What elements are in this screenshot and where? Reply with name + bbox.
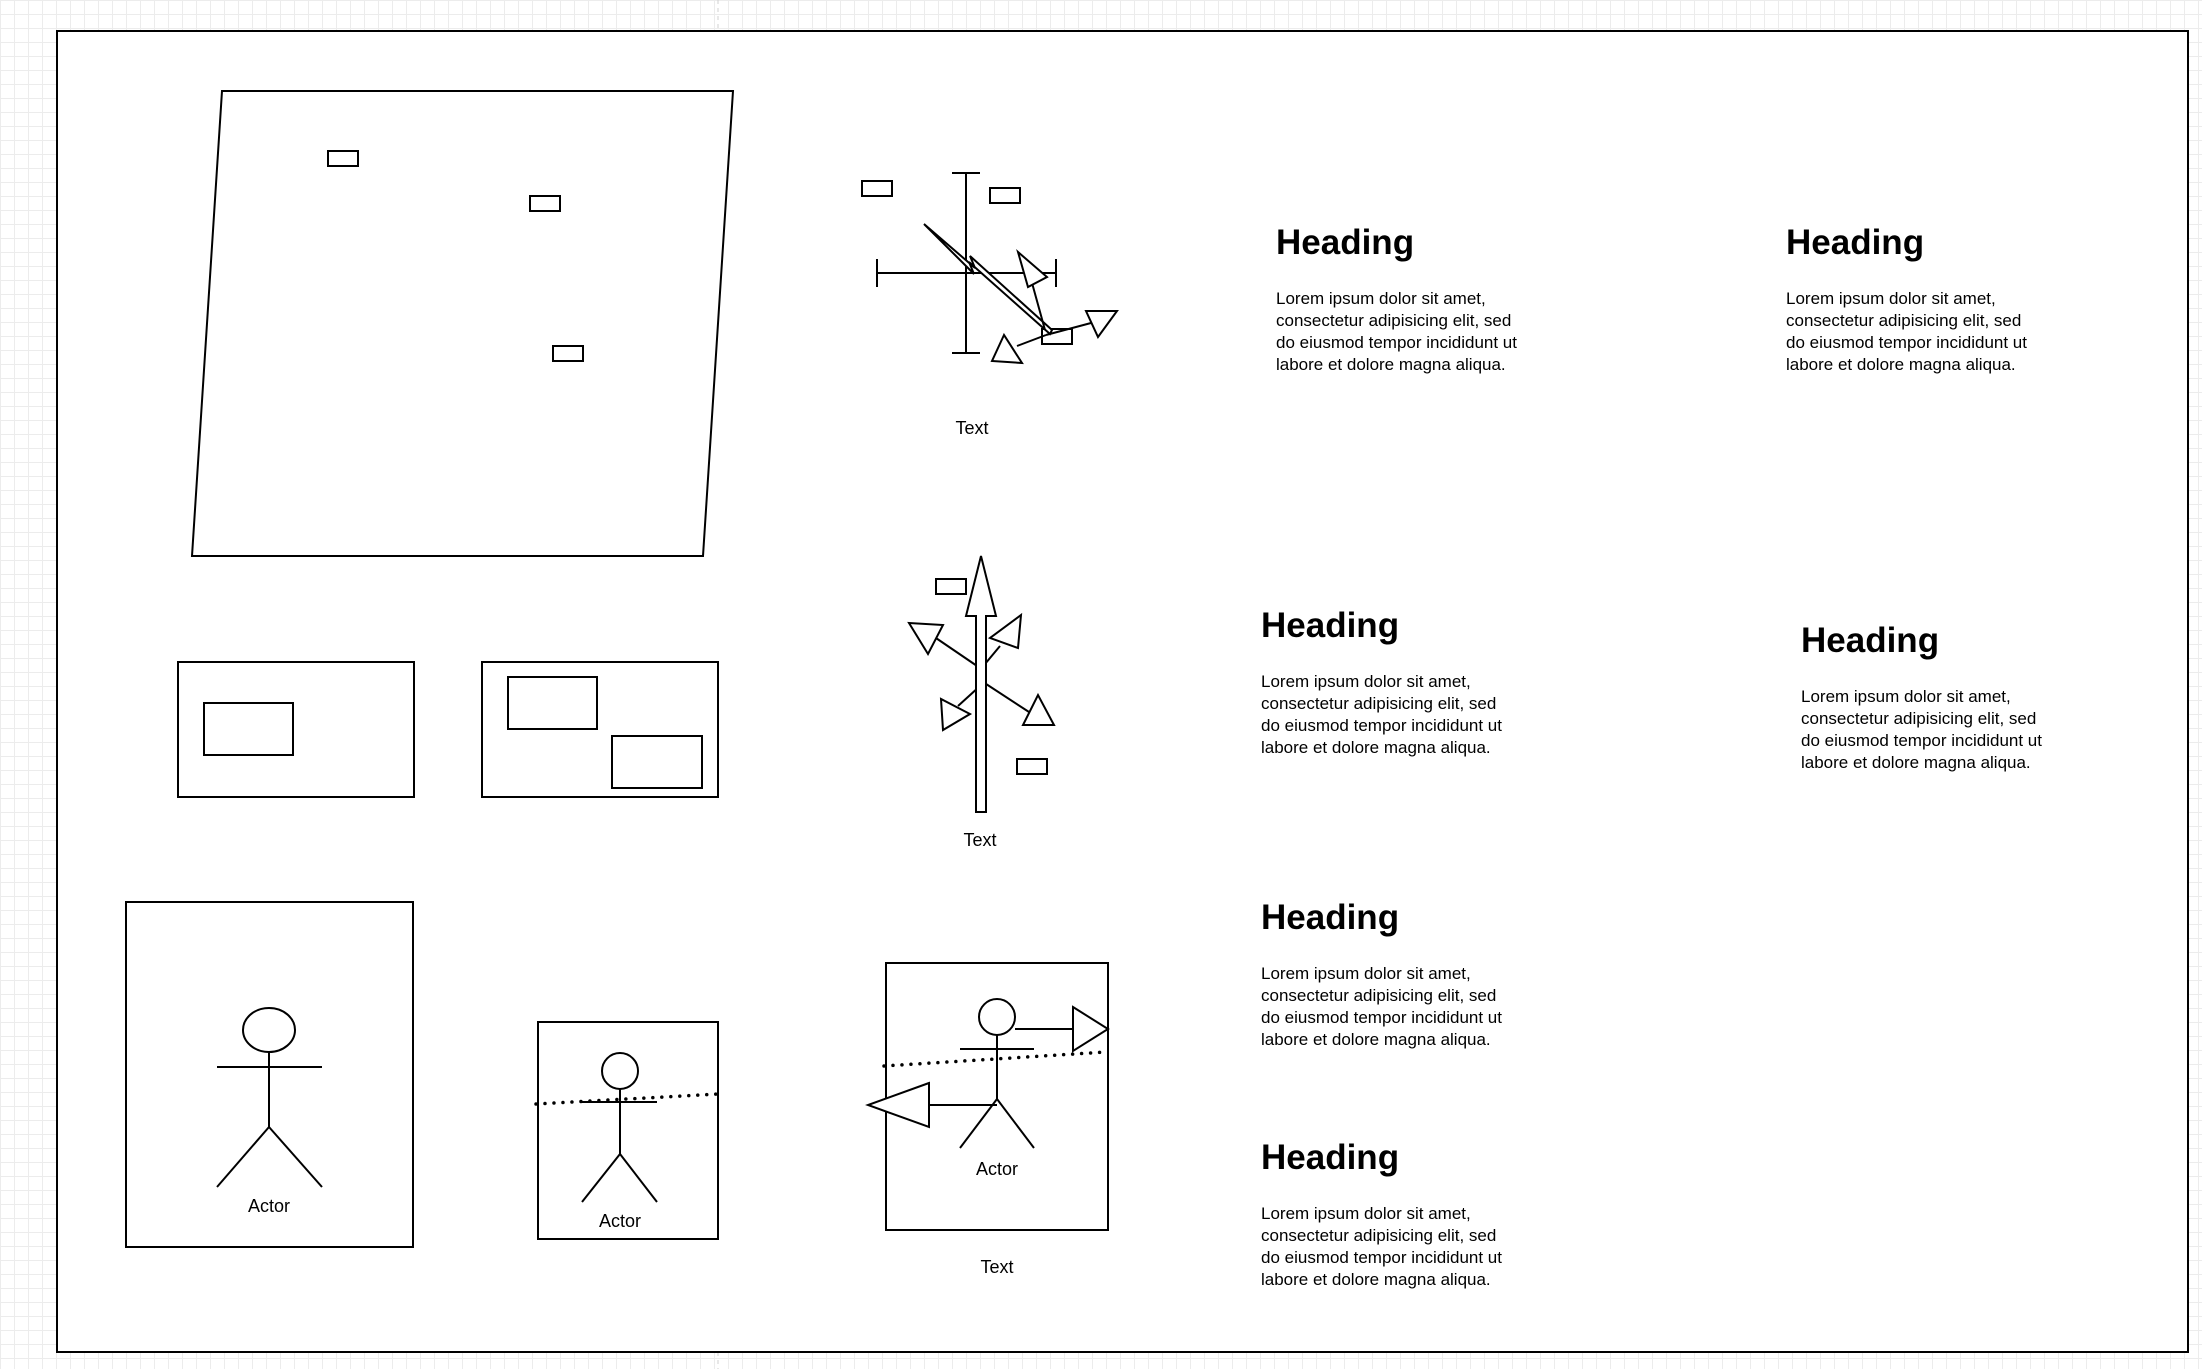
actor-head: [601, 1052, 639, 1090]
block-body-line: Lorem ipsum dolor sit amet,: [1801, 687, 2011, 706]
connector-arrow-line[interactable]: [1045, 322, 1092, 336]
block-body-line: do eiusmod tempor incididunt ut: [1786, 333, 2027, 352]
block-body-line: consectetur adipisicing elit, sed: [1801, 709, 2036, 728]
arrowhead: [1021, 692, 1056, 726]
block-heading: Heading: [1276, 223, 1414, 262]
branch-line[interactable]: [932, 635, 981, 669]
block-body-line: consectetur adipisicing elit, sed: [1261, 986, 1496, 1005]
arrowhead: [865, 1081, 930, 1129]
block-body-line: labore et dolore magna aliqua.: [1261, 1030, 1491, 1049]
arrowhead: [1084, 310, 1119, 339]
arrow-tree-group[interactable]: Text: [907, 555, 1056, 850]
actor-box-2[interactable]: Actor: [534, 1021, 720, 1240]
arrowhead: [1072, 1005, 1110, 1053]
actor-head: [242, 1007, 296, 1053]
block-body-line: Lorem ipsum dolor sit amet,: [1786, 289, 1996, 308]
text-block[interactable]: Heading Lorem ipsum dolor sit amet, cons…: [1786, 223, 2027, 374]
arrowhead: [907, 621, 945, 657]
text-block[interactable]: Heading Lorem ipsum dolor sit amet, cons…: [1261, 1138, 1502, 1289]
small-rect[interactable]: [861, 180, 893, 197]
small-rect[interactable]: [552, 345, 584, 362]
shape-text-label: Text: [963, 830, 996, 850]
branch-line[interactable]: [979, 679, 1030, 713]
block-heading: Heading: [1261, 1138, 1399, 1177]
block-body-line: do eiusmod tempor incididunt ut: [1261, 1008, 1502, 1027]
block-heading: Heading: [1801, 621, 1939, 660]
block-body-line: consectetur adipisicing elit, sed: [1261, 694, 1496, 713]
block-body-line: Lorem ipsum dolor sit amet,: [1261, 1204, 1471, 1223]
block-arrow[interactable]: [923, 223, 1054, 336]
nested-box-group-1[interactable]: [177, 661, 415, 798]
arrowhead: [987, 612, 1023, 650]
actor-label: Actor: [976, 1159, 1018, 1179]
block-body-line: Lorem ipsum dolor sit amet,: [1276, 289, 1486, 308]
block-body-line: labore et dolore magna aliqua.: [1261, 1270, 1491, 1289]
block-body-line: labore et dolore magna aliqua.: [1801, 753, 2031, 772]
actor-box-3[interactable]: Actor Text: [865, 962, 1110, 1277]
actor-head: [978, 998, 1016, 1036]
actor-label: Actor: [248, 1196, 290, 1216]
shape-text-label: Text: [955, 418, 988, 438]
block-body-line: labore et dolore magna aliqua.: [1261, 738, 1491, 757]
actor-label: Actor: [599, 1211, 641, 1231]
block-body-line: consectetur adipisicing elit, sed: [1276, 311, 1511, 330]
text-block[interactable]: Heading Lorem ipsum dolor sit amet, cons…: [1801, 621, 2042, 772]
block-body-line: Lorem ipsum dolor sit amet,: [1261, 964, 1471, 983]
block-body-line: consectetur adipisicing elit, sed: [1261, 1226, 1496, 1245]
block-body-line: do eiusmod tempor incididunt ut: [1261, 1248, 1502, 1267]
block-body-line: labore et dolore magna aliqua.: [1276, 355, 1506, 374]
nested-box-group-2[interactable]: [481, 661, 719, 798]
actor-figure[interactable]: [959, 998, 1035, 1149]
dotted-connector[interactable]: [882, 1050, 1108, 1068]
block-heading: Heading: [1786, 223, 1924, 262]
small-rect[interactable]: [327, 150, 359, 167]
block-heading: Heading: [1261, 606, 1399, 645]
parallelogram[interactable]: [190, 90, 735, 557]
actor-figure[interactable]: [581, 1052, 658, 1203]
block-body-line: do eiusmod tempor incididunt ut: [1801, 731, 2042, 750]
shape-text-label: Text: [980, 1257, 1013, 1277]
text-block[interactable]: Heading Lorem ipsum dolor sit amet, cons…: [1276, 223, 1517, 374]
block-body-line: labore et dolore magna aliqua.: [1786, 355, 2016, 374]
text-block[interactable]: Heading Lorem ipsum dolor sit amet, cons…: [1261, 898, 1502, 1049]
block-heading: Heading: [1261, 898, 1399, 937]
small-rect[interactable]: [529, 195, 561, 212]
inner-rect[interactable]: [203, 702, 294, 756]
parallelogram-group[interactable]: [190, 90, 735, 557]
connector-arrow-line[interactable]: [1016, 334, 1047, 347]
arrowhead: [939, 697, 973, 732]
dotted-connector[interactable]: [534, 1092, 720, 1106]
block-body-line: Lorem ipsum dolor sit amet,: [1261, 672, 1471, 691]
actor-figure[interactable]: [216, 1007, 323, 1188]
block-body-line: do eiusmod tempor incididunt ut: [1261, 716, 1502, 735]
block-arrow-up[interactable]: [964, 555, 998, 813]
small-rect[interactable]: [935, 578, 967, 595]
small-rect[interactable]: [1016, 758, 1048, 775]
inner-rect[interactable]: [611, 735, 703, 789]
cross-arrows-group[interactable]: Text: [861, 172, 1119, 438]
arrowhead: [1016, 249, 1049, 289]
arrowhead: [990, 332, 1024, 365]
block-body-line: consectetur adipisicing elit, sed: [1786, 311, 2021, 330]
small-rect[interactable]: [989, 187, 1021, 204]
actor-box-1[interactable]: Actor: [125, 901, 414, 1248]
text-block[interactable]: Heading Lorem ipsum dolor sit amet, cons…: [1261, 606, 1502, 757]
inner-rect[interactable]: [507, 676, 598, 730]
block-body-line: do eiusmod tempor incididunt ut: [1276, 333, 1517, 352]
